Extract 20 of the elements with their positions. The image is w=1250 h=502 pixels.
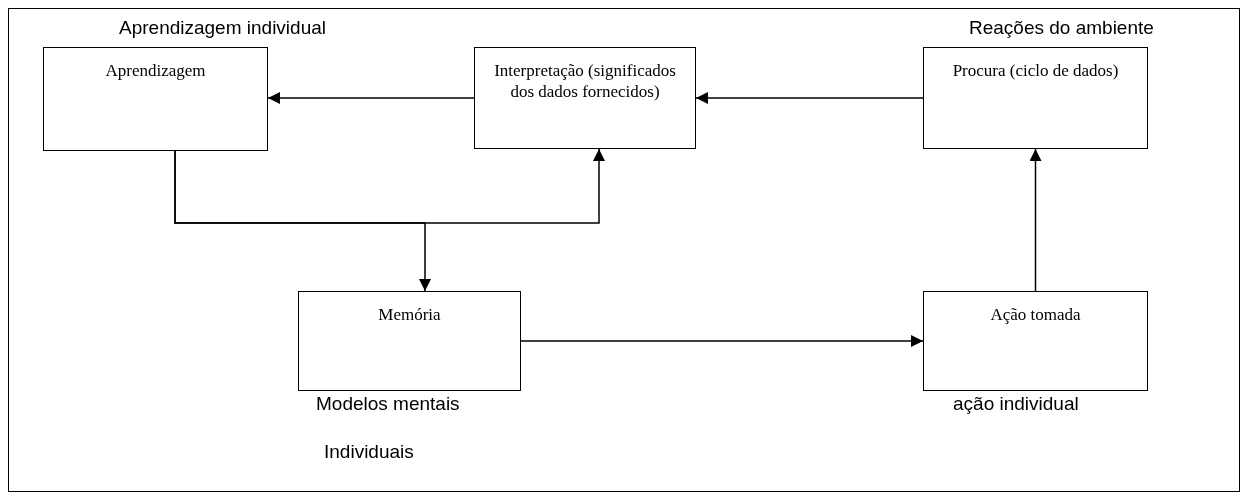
arrow xyxy=(520,335,924,347)
arrow xyxy=(1029,148,1042,292)
box-label: Procura (ciclo de dados) xyxy=(952,60,1119,81)
annotation-text: Aprendizagem individual xyxy=(119,17,326,39)
arrow xyxy=(174,150,431,292)
box-label: Ação tomada xyxy=(990,304,1081,325)
process-box xyxy=(923,291,1148,391)
annotation-text: ação individual xyxy=(953,393,1079,415)
annotation-text: Reações do ambiente xyxy=(969,17,1154,39)
process-box xyxy=(298,291,521,391)
box-label: Aprendizagem xyxy=(105,60,206,81)
arrow xyxy=(267,92,475,104)
process-box xyxy=(474,47,696,149)
process-box xyxy=(43,47,268,151)
process-box xyxy=(923,47,1148,149)
arrow xyxy=(695,92,924,104)
annotation-text: Individuais xyxy=(324,441,414,463)
box-label: Interpretação (significados dos dados fornecidos) xyxy=(493,60,677,102)
box-label: Memória xyxy=(378,304,441,325)
annotation-text: Modelos mentais xyxy=(316,393,460,415)
